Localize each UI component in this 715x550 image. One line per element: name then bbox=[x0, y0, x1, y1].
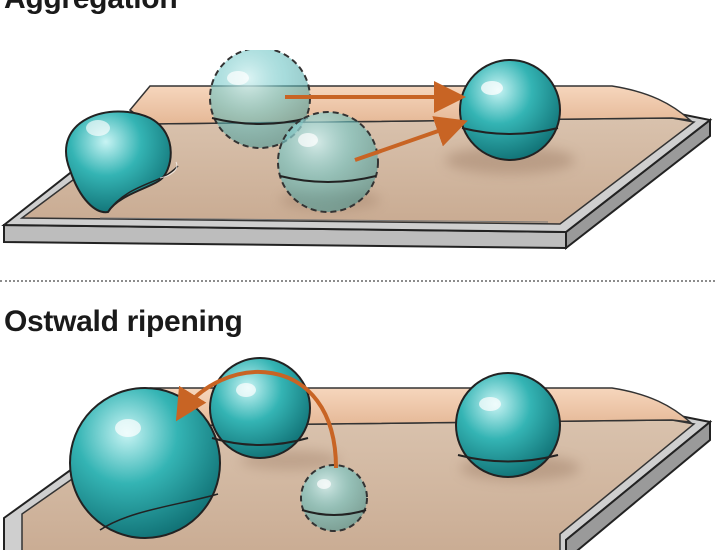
heading-ostwald-ripening: Ostwald ripening bbox=[4, 305, 243, 338]
arrow-atom-transfer bbox=[175, 370, 338, 469]
particle-medium bbox=[209, 357, 311, 459]
particle-growing-large bbox=[69, 387, 221, 539]
aggregation-diagram bbox=[1, 50, 713, 251]
particle-large-left bbox=[65, 110, 179, 214]
ostwald-ripening-diagram bbox=[3, 357, 713, 550]
particle-shrinking-small bbox=[300, 464, 368, 532]
particle-aggregated-right bbox=[459, 59, 561, 161]
arrow-migration-lower bbox=[354, 116, 468, 162]
particle-right bbox=[455, 372, 561, 478]
section-divider bbox=[0, 280, 715, 282]
particle-ghost-lower bbox=[277, 111, 379, 213]
heading-aggregation: Aggregation bbox=[4, 0, 178, 16]
